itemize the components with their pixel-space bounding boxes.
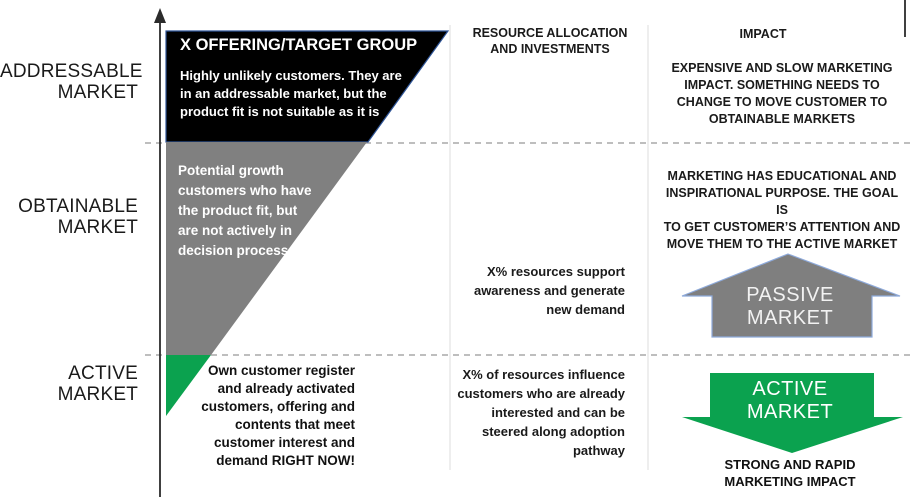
impact-addressable-text: EXPENSIVE AND SLOW MARKETING IMPACT. SOM… [671,61,893,126]
addressable-segment-description: Highly unlikely customers. They are in a… [180,68,402,119]
row-label-obtainable-market: OBTAINABLE MARKET [18,196,138,238]
active-market-down-arrow [682,373,903,453]
resource-allocation-header: RESOURCE ALLOCATION AND INVESTMENTS [472,26,628,56]
obtainable-market-segment [166,142,367,355]
offering-target-group-title: X OFFERING/TARGET GROUP [180,36,418,54]
active-market-arrow-label: ACTIVE MARKET [746,378,834,423]
passive-market-arrow-label: PASSIVE MARKET [746,284,834,329]
addressable-market-segment-border [165,30,450,143]
axis-arrowhead-icon [154,8,166,23]
strong-rapid-impact-note: STRONG AND RAPID MARKETING IMPACT [724,457,856,489]
row-label-addressable-market: ADDRESSABLE MARKET [0,61,143,103]
resource-obtainable-text: X% resources support awareness and gener… [473,264,625,317]
addressable-market-segment [166,31,448,142]
row-label-active-market: ACTIVE MARKET [57,363,138,405]
active-market-segment [166,355,211,416]
impact-obtainable-text: MARKETING HAS EDUCATIONAL AND INSPIRATIO… [663,169,901,251]
passive-market-up-arrow-border [681,253,901,338]
impact-header: IMPACT [739,27,787,41]
resource-active-text: X% of resources influence customers who … [457,367,625,458]
active-segment-description: Own customer register and already activa… [201,363,355,468]
obtainable-segment-description: Potential growth customers who have the … [178,163,312,258]
